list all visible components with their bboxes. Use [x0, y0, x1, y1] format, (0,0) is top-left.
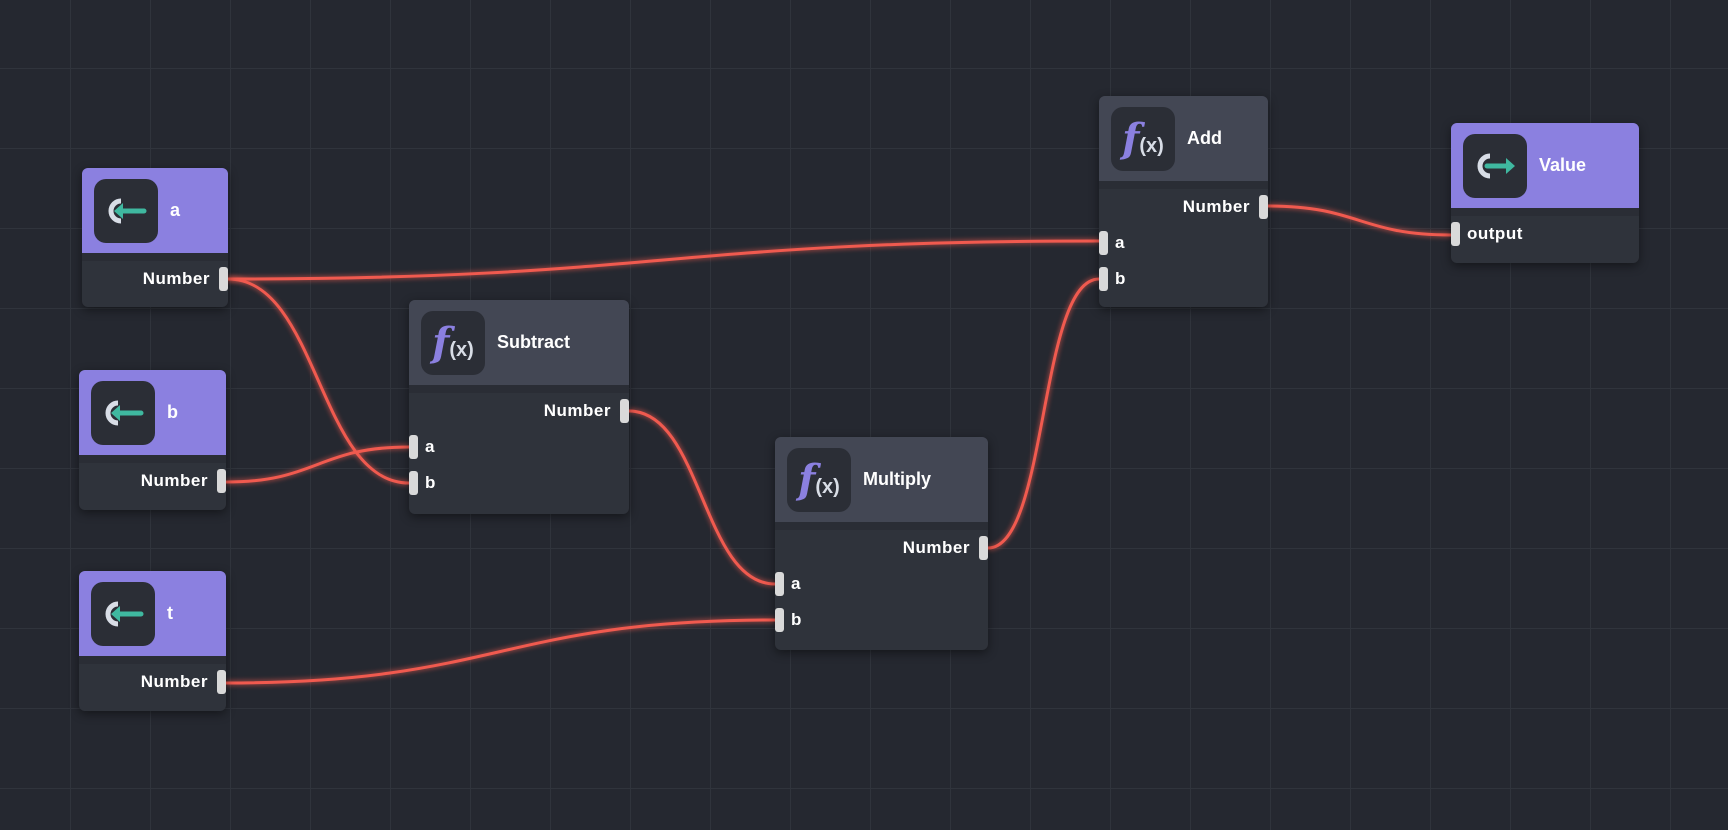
input-port[interactable] — [775, 572, 784, 596]
wire-t-to-multiply-b-glow — [225, 617, 776, 686]
wire-b-to-subtract-a[interactable] — [225, 445, 410, 484]
wire-multiply-to-add-b-glow — [987, 276, 1100, 551]
node-input-a[interactable]: a Number — [82, 168, 228, 307]
input-port[interactable] — [1099, 231, 1108, 255]
output-row: Number — [775, 530, 988, 566]
input-arrow-icon — [91, 581, 155, 646]
output-port[interactable] — [219, 267, 228, 291]
port-label: Number — [543, 401, 611, 420]
output-row: Number — [79, 664, 226, 700]
node-title: b — [167, 402, 178, 422]
node-title: t — [167, 603, 173, 623]
port-label: Number — [142, 269, 210, 288]
node-header[interactable]: f(x) Multiply — [775, 437, 988, 530]
input-port[interactable] — [409, 471, 418, 495]
wire-b-to-subtract-a-glow — [225, 444, 410, 485]
input-row-b: b — [409, 465, 629, 501]
node-subtract[interactable]: f(x) Subtract Number a b — [409, 300, 629, 514]
output-arrow-icon — [1463, 133, 1527, 198]
wire-subtract-to-multiply-a-glow — [628, 408, 776, 587]
output-port[interactable] — [979, 536, 988, 560]
node-input-t[interactable]: t Number — [79, 571, 226, 711]
node-header[interactable]: f(x) Subtract — [409, 300, 629, 393]
wire-a-to-subtract-b-glow — [227, 276, 410, 486]
wire-add-to-value-glow — [1267, 203, 1452, 238]
output-row: Number — [1099, 189, 1268, 225]
input-port[interactable] — [1451, 222, 1460, 246]
port-label: Number — [140, 672, 208, 691]
input-row-a: a — [409, 429, 629, 465]
node-header[interactable]: b — [79, 370, 226, 463]
node-header[interactable]: t — [79, 571, 226, 664]
input-port[interactable] — [1099, 267, 1108, 291]
input-port[interactable] — [409, 435, 418, 459]
node-title: a — [170, 200, 181, 220]
function-fx-icon: f(x) — [1111, 106, 1175, 171]
input-row-a: a — [775, 566, 988, 602]
port-label: b — [425, 473, 436, 492]
port-label: Number — [140, 471, 208, 490]
port-label: output — [1467, 224, 1523, 243]
input-port[interactable] — [775, 608, 784, 632]
output-port[interactable] — [620, 399, 629, 423]
port-label: Number — [1182, 197, 1250, 216]
node-title: Subtract — [497, 332, 571, 352]
wire-a-to-add-a[interactable] — [227, 239, 1100, 281]
output-row: Number — [82, 261, 228, 297]
node-multiply[interactable]: f(x) Multiply Number a b — [775, 437, 988, 650]
node-input-b[interactable]: b Number — [79, 370, 226, 510]
input-row-b: b — [775, 602, 988, 638]
output-port[interactable] — [217, 670, 226, 694]
port-label: a — [425, 437, 435, 456]
port-label: Number — [902, 538, 970, 557]
port-label: a — [791, 574, 801, 593]
node-header[interactable]: Value — [1451, 123, 1639, 216]
node-header[interactable]: f(x) Add — [1099, 96, 1268, 189]
port-label: a — [1115, 233, 1125, 252]
node-title: Value — [1539, 155, 1587, 175]
function-fx-icon: f(x) — [787, 447, 851, 512]
output-port[interactable] — [217, 469, 226, 493]
node-add[interactable]: f(x) Add Number a b — [1099, 96, 1268, 307]
wire-a-to-subtract-b[interactable] — [227, 277, 410, 485]
input-row-b: b — [1099, 261, 1268, 297]
port-label: b — [1115, 269, 1126, 288]
wire-t-to-multiply-b[interactable] — [225, 618, 776, 685]
input-arrow-icon — [91, 380, 155, 445]
node-title: Multiply — [863, 469, 931, 489]
wire-a-to-add-a-glow — [227, 238, 1100, 282]
wire-subtract-to-multiply-a[interactable] — [628, 409, 776, 586]
wire-multiply-to-add-b[interactable] — [987, 277, 1100, 550]
port-label: b — [791, 610, 802, 629]
input-row-output: output — [1451, 216, 1639, 252]
output-port[interactable] — [1259, 195, 1268, 219]
wire-add-to-value[interactable] — [1267, 204, 1452, 237]
function-fx-icon: f(x) — [421, 310, 485, 375]
node-title: Add — [1187, 128, 1222, 148]
input-row-a: a — [1099, 225, 1268, 261]
output-row: Number — [409, 393, 629, 429]
output-row: Number — [79, 463, 226, 499]
node-output-value[interactable]: Value output — [1451, 123, 1639, 263]
node-header[interactable]: a — [82, 168, 228, 261]
input-arrow-icon — [94, 178, 158, 243]
